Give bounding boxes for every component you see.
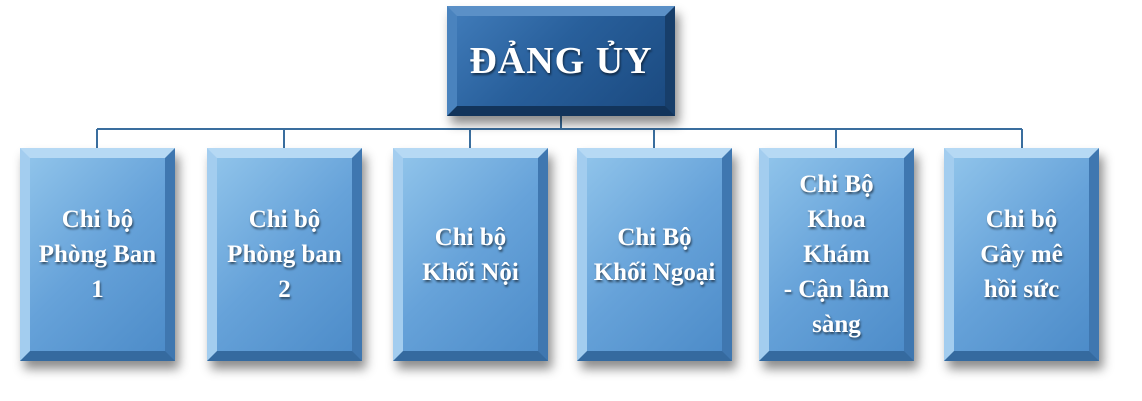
branch-node-admin-2: Chi bộ Phòng ban 2 <box>207 148 362 361</box>
branch-label: Chi Bộ Khối Ngoại <box>593 223 716 286</box>
branch-node-surgery: Chi Bộ Khối Ngoại <box>577 148 732 361</box>
party-committee-node: ĐẢNG ỦY <box>447 6 675 116</box>
branch-label: Chi bộ Gây mê hồi sức <box>980 206 1063 303</box>
branch-label: Chi bộ Phòng Ban 1 <box>38 206 157 303</box>
branch-label: Chi bộ Khối Nội <box>422 223 519 286</box>
branch-label: Chi bộ Phòng ban 2 <box>227 206 342 303</box>
branch-node-examination-paraclinical: Chi Bộ Khoa Khám - Cận lâm sàng <box>759 148 914 361</box>
branch-node-internal-medicine: Chi bộ Khối Nội <box>393 148 548 361</box>
branch-label: Chi Bộ Khoa Khám - Cận lâm sàng <box>783 171 890 338</box>
branch-node-anesthesia: Chi bộ Gây mê hồi sức <box>944 148 1099 361</box>
branch-node-admin-1: Chi bộ Phòng Ban 1 <box>20 148 175 361</box>
party-committee-label: ĐẢNG ỦY <box>469 40 653 82</box>
